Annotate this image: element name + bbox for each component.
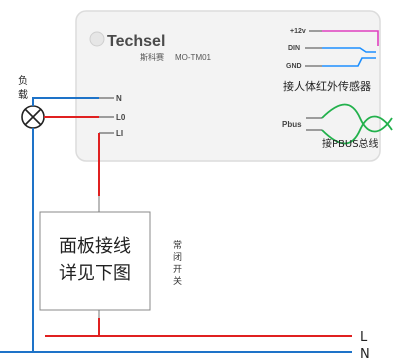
load-lamp-icon: [21, 105, 45, 129]
sensor-label: 接人体红外传感器: [283, 79, 371, 93]
rail-n-label: N: [360, 347, 370, 358]
sensor-wires: [322, 30, 379, 67]
pin-label-pbus: Pbus: [282, 120, 302, 129]
panel-box: [39, 211, 151, 311]
switch-label-3: 开: [173, 264, 182, 275]
pin-label-gnd: GND: [286, 63, 302, 70]
rail-l-label: L: [360, 330, 368, 345]
module-model: MO-TM01: [175, 53, 212, 62]
load-label-1: 负: [18, 74, 28, 87]
switch-label-2: 闭: [173, 251, 182, 263]
panel-text-line2: 详见下图: [59, 263, 131, 284]
pin-label-din: DIN: [288, 45, 300, 52]
module-box: [75, 10, 381, 162]
module-left-terminals: [99, 97, 114, 134]
live-wires: [44, 116, 352, 337]
switch-label-4: 关: [173, 275, 182, 287]
pin-label-n: N: [116, 94, 122, 103]
module-brand: Techsel: [107, 33, 165, 50]
sensor-terminals: [305, 30, 322, 67]
pbus-label: 接PBUS总线: [322, 137, 379, 150]
pin-label-12v: +12v: [290, 28, 306, 35]
switch-label-1: 常: [173, 239, 182, 251]
pbus-wires: [321, 103, 393, 145]
pin-label-li: LI: [116, 129, 123, 138]
pbus-terminals: [306, 117, 322, 131]
panel-text-line1: 面板接线: [59, 236, 131, 257]
neutral-wires: [0, 97, 352, 353]
module-brand-cn: 斯科赛: [140, 52, 164, 62]
load-label-2: 载: [18, 89, 28, 101]
pin-label-l0: L0: [116, 113, 126, 122]
